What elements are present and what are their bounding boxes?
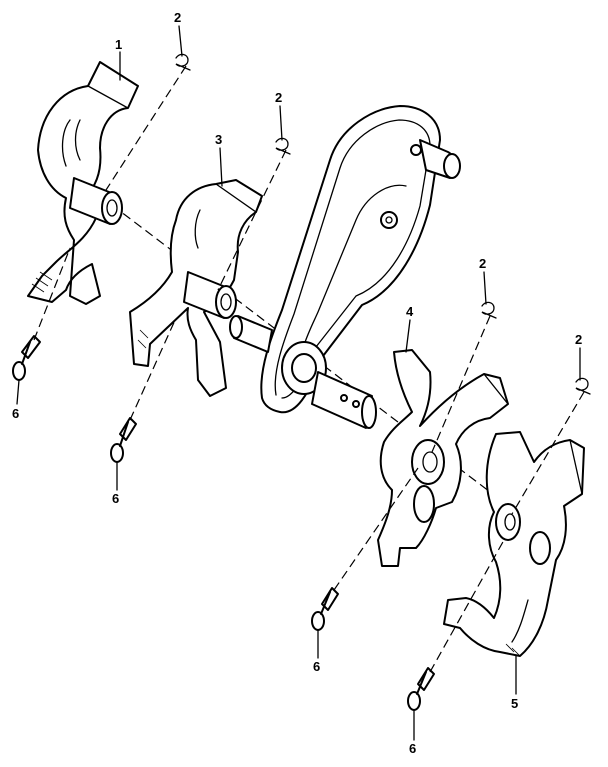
drive-shaft-right bbox=[311, 371, 377, 429]
hairpin-cotter-2 bbox=[275, 137, 291, 155]
callout-6: 6 bbox=[112, 491, 119, 506]
tine-5-hub bbox=[495, 503, 521, 541]
callout-2: 2 bbox=[575, 332, 582, 347]
callout-5: 5 bbox=[511, 696, 518, 711]
callout-2: 2 bbox=[479, 256, 486, 271]
callout-4: 4 bbox=[406, 304, 414, 319]
tine-4-hub bbox=[411, 439, 445, 485]
assembly-axis bbox=[111, 204, 561, 546]
tine-1-hub bbox=[69, 177, 123, 225]
tine-5 bbox=[443, 431, 585, 657]
callout-6: 6 bbox=[409, 741, 416, 756]
tine-3-hub bbox=[183, 271, 237, 319]
clevis-pin-4 bbox=[407, 667, 435, 711]
clevis-pin-3 bbox=[311, 587, 339, 631]
callout-3: 3 bbox=[215, 132, 222, 147]
callout-6: 6 bbox=[12, 406, 19, 421]
clevis-pin-2 bbox=[110, 417, 137, 463]
callout-2: 2 bbox=[275, 90, 282, 105]
hairpin-cotter-3 bbox=[481, 301, 497, 319]
clevis-pin-1 bbox=[12, 335, 41, 381]
callout-labels: 1 2 2 2 2 3 4 5 6 6 6 6 bbox=[12, 10, 582, 756]
callout-1: 1 bbox=[115, 37, 122, 52]
hairpin-cotter-4 bbox=[575, 377, 591, 395]
callout-6: 6 bbox=[313, 659, 320, 674]
callout-2: 2 bbox=[174, 10, 181, 25]
drive-shaft-left bbox=[229, 315, 273, 353]
hairpin-cotter-1 bbox=[175, 53, 191, 71]
leader-lines bbox=[16, 25, 585, 741]
transmission-housing bbox=[260, 105, 461, 414]
